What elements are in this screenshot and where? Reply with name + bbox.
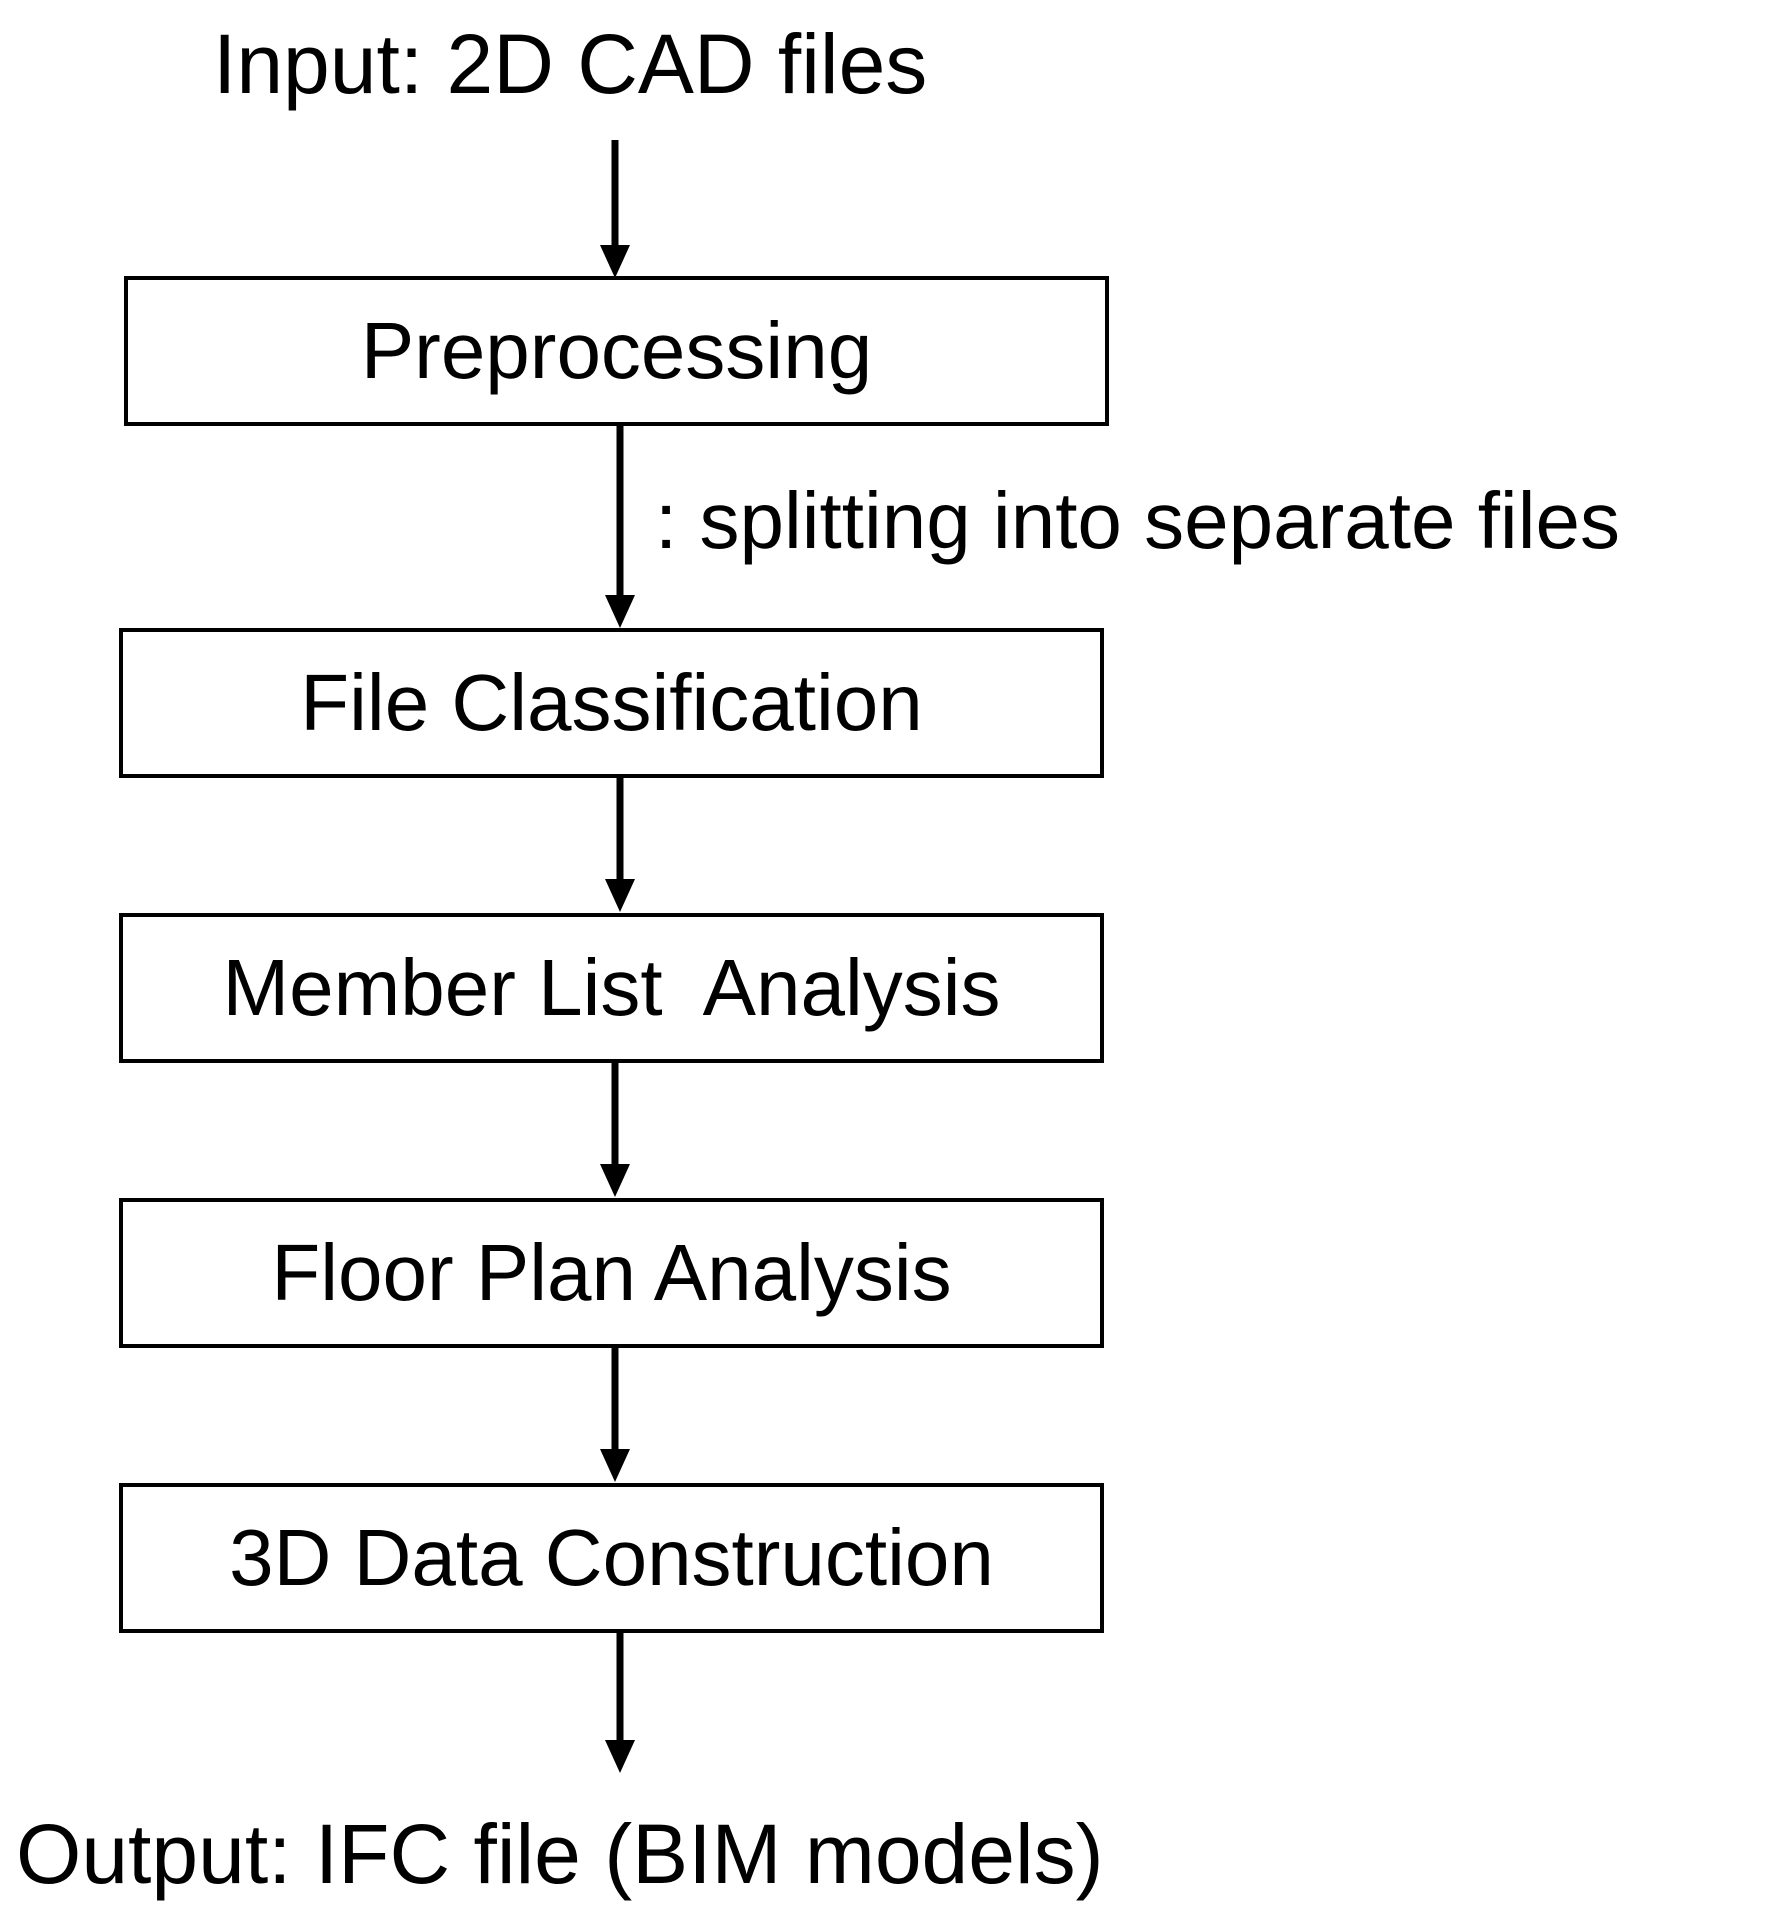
step-preprocessing-label: Preprocessing xyxy=(360,306,873,395)
arrow-input-to-preprocessing xyxy=(600,140,630,278)
input-label: Input: 2D CAD files xyxy=(213,17,928,111)
step-floor-plan-analysis: Floor Plan Analysis xyxy=(119,1198,1104,1348)
step-member-list-analysis: Member List Analysis xyxy=(119,913,1104,1063)
arrow-floor-plan-to-3d-data xyxy=(600,1348,630,1482)
step-3d-data-construction: 3D Data Construction xyxy=(119,1483,1104,1633)
arrow-classification-to-member-list xyxy=(605,778,635,912)
step-file-classification-label: File Classification xyxy=(300,658,923,747)
arrow-member-list-to-floor-plan xyxy=(600,1063,630,1197)
step-floor-plan-analysis-label: Floor Plan Analysis xyxy=(271,1228,952,1317)
step-file-classification: File Classification xyxy=(119,628,1104,778)
arrow-3d-data-to-output xyxy=(605,1633,635,1773)
arrow-preprocessing-to-classification xyxy=(605,426,635,628)
step-3d-data-construction-label: 3D Data Construction xyxy=(229,1513,994,1602)
output-label: Output: IFC file (BIM models) xyxy=(16,1807,1104,1901)
step-preprocessing: Preprocessing xyxy=(124,276,1109,426)
edge-note-splitting: : splitting into separate files xyxy=(655,476,1620,565)
step-member-list-analysis-label: Member List Analysis xyxy=(222,943,1001,1032)
